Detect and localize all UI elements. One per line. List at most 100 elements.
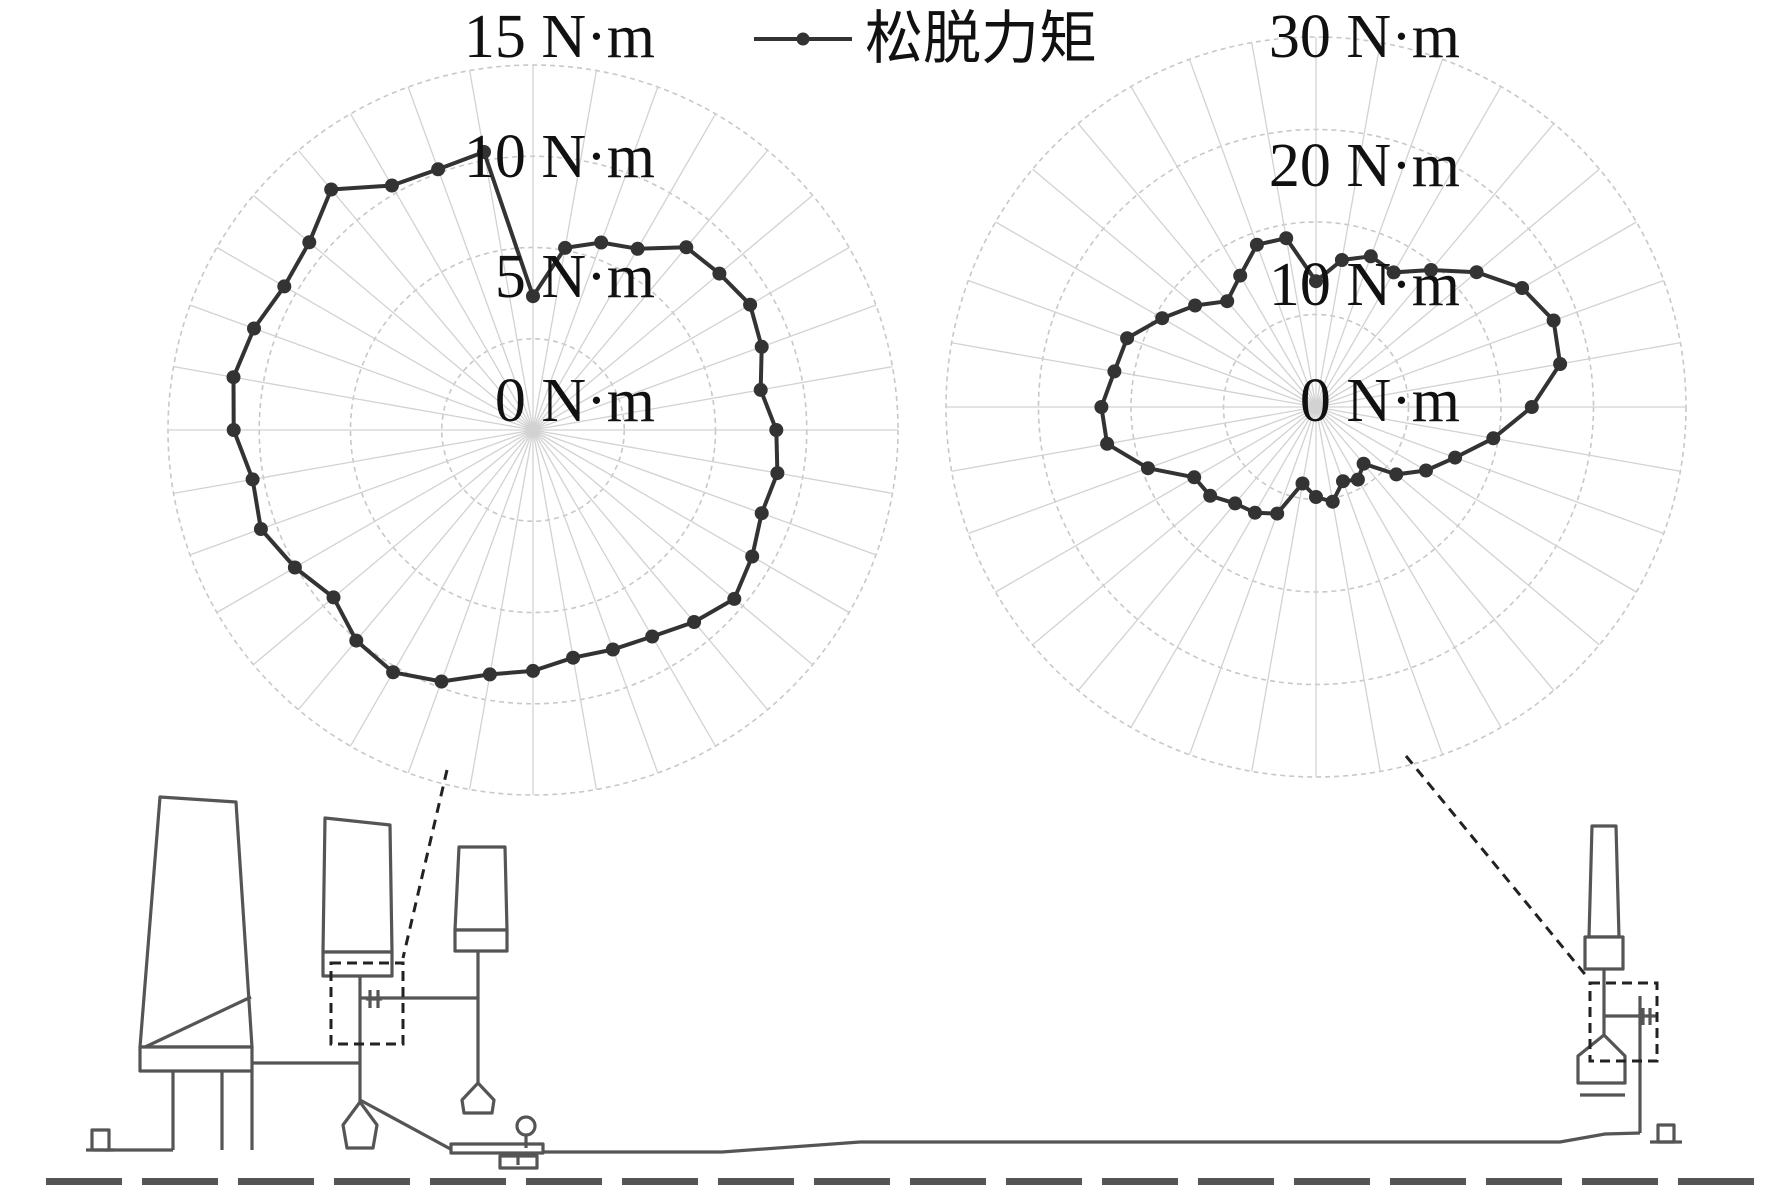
radar-grid-right (945, 36, 1687, 778)
legend-marker-swatch (796, 32, 810, 46)
data-point (477, 145, 491, 159)
data-point (324, 182, 339, 197)
data-point (326, 590, 341, 605)
data-point (287, 560, 302, 575)
far-right-support (1576, 1033, 1627, 1085)
grid-spoke (216, 246, 534, 431)
data-point (630, 241, 645, 256)
far-right-highlight-box (1588, 981, 1659, 1063)
data-point (1270, 506, 1285, 521)
data-point (226, 423, 241, 437)
small-tank (453, 845, 509, 932)
grid-spoke (349, 429, 534, 747)
grid-spoke (1130, 406, 1317, 728)
grid-spoke (1077, 123, 1317, 408)
data-point (277, 279, 292, 294)
data-point (1141, 461, 1155, 476)
grid-spoke (252, 429, 534, 666)
data-point (349, 633, 364, 648)
data-point (386, 665, 401, 680)
grid-spoke (951, 342, 1317, 408)
data-point (1424, 263, 1438, 277)
data-point (526, 663, 540, 678)
grid-spoke (532, 194, 814, 431)
grid-spoke (407, 86, 534, 431)
data-point (482, 667, 497, 682)
data-point (558, 240, 573, 255)
data-point (1120, 331, 1135, 346)
transfer-pipe (543, 1131, 1641, 1154)
data-point (1309, 274, 1323, 289)
small-support-foot (460, 1081, 496, 1115)
grid-spoke (532, 429, 598, 790)
grid-spoke (1315, 406, 1381, 772)
data-point (302, 235, 317, 250)
grid-spoke (968, 279, 1317, 408)
data-point (1515, 281, 1530, 295)
grid-spoke (468, 429, 534, 790)
data-point (1448, 450, 1463, 465)
data-point (1249, 237, 1264, 252)
radar-chart-left: 15 N·m 10 N·m 5 N·m 0 N·m (167, 3, 899, 796)
grid-spoke (1315, 406, 1600, 646)
data-point (1336, 474, 1350, 489)
radial-tick-labels-right: 30 N·m 20 N·m 10 N·m 0 N·m (1269, 3, 1460, 435)
grid-spoke (1315, 342, 1681, 408)
data-point (1187, 470, 1202, 485)
grid-spoke (297, 429, 534, 711)
grid-spoke (216, 429, 534, 614)
grid-spoke (1032, 168, 1317, 408)
grid-spoke (1315, 406, 1444, 755)
large-tank (138, 795, 254, 1049)
data-point (1100, 436, 1115, 451)
data-point (712, 266, 727, 281)
grid-spoke (1188, 406, 1317, 755)
grid-spoke (532, 429, 850, 614)
data-point (1309, 490, 1323, 504)
radial-tick-label: 10 N·m (1269, 251, 1460, 319)
grid-spoke (995, 406, 1317, 593)
grid-spoke (1251, 406, 1317, 772)
grid-spoke (1315, 279, 1664, 408)
data-point (594, 235, 609, 250)
leader-line-left (401, 769, 449, 959)
data-point (605, 642, 620, 657)
radar-series-right (1094, 231, 1568, 521)
data-point (1248, 505, 1262, 520)
leader-line-right (1404, 755, 1590, 979)
large-tank-divider (142, 995, 252, 1050)
data-point (1546, 313, 1561, 328)
data-point (1228, 496, 1243, 511)
data-point (769, 423, 784, 437)
data-point (1188, 298, 1203, 313)
data-point (1325, 494, 1340, 509)
grid-spoke (532, 304, 877, 431)
data-point (384, 178, 399, 193)
legend: 松脱力矩 (754, 4, 1097, 72)
radar-chart-right: 30 N·m 20 N·m 10 N·m 0 N·m (945, 3, 1687, 778)
radar-grid-left (167, 64, 899, 796)
grid-spoke (173, 429, 534, 495)
grid-spoke (532, 429, 769, 711)
data-point (226, 370, 241, 385)
data-point (1203, 488, 1218, 503)
large-tank-base (138, 1045, 254, 1073)
data-point (434, 674, 449, 689)
grid-spoke (1032, 406, 1317, 646)
grid-spoke (951, 406, 1317, 472)
pump-motor (515, 1115, 537, 1137)
grid-spoke (532, 86, 659, 431)
data-point (566, 650, 581, 665)
grid-spoke (532, 429, 877, 556)
middle-tank (321, 816, 394, 954)
data-point (1389, 467, 1404, 482)
pump-base (449, 1142, 545, 1155)
radial-tick-label: 0 N·m (1300, 367, 1460, 435)
data-point (1107, 364, 1122, 379)
data-point (1356, 456, 1371, 471)
radial-tick-label: 20 N·m (1269, 132, 1460, 200)
legend-label: 松脱力矩 (865, 4, 1097, 72)
grid-spoke (407, 429, 534, 774)
grid-spoke (1315, 42, 1381, 408)
